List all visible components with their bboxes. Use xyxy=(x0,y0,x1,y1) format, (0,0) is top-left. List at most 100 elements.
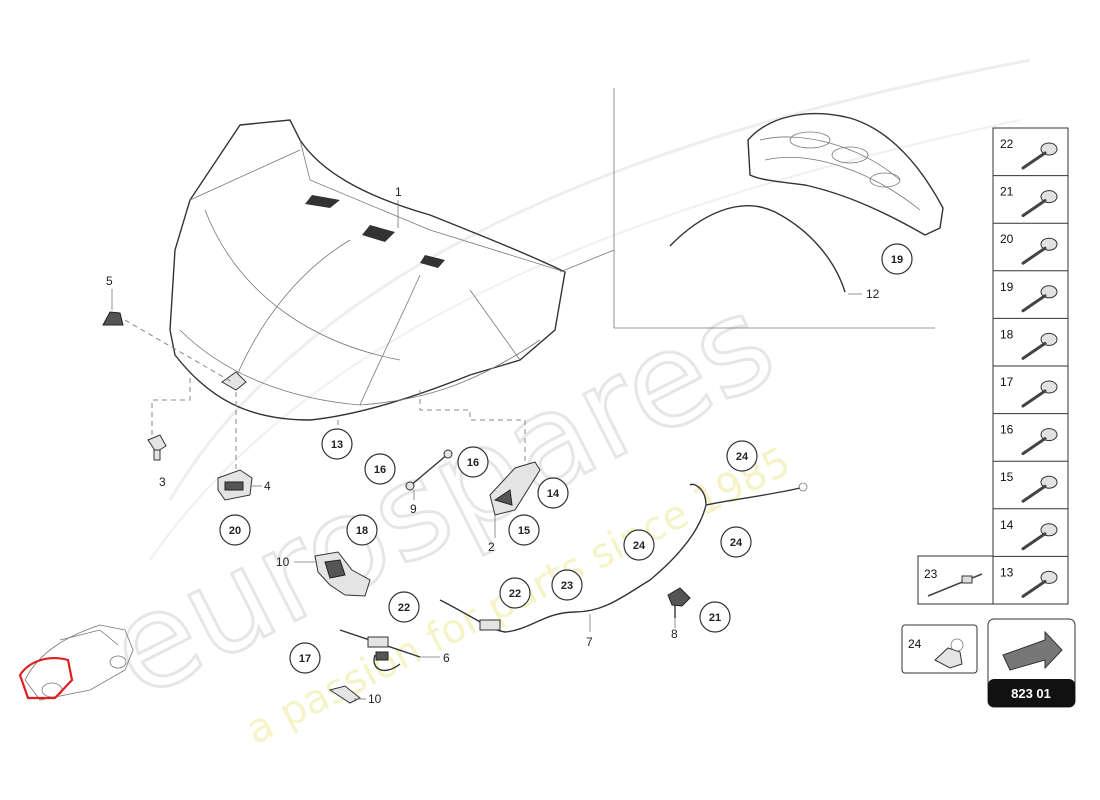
callout-12: 12 xyxy=(866,287,880,301)
fastener-shaft-icon xyxy=(1021,484,1047,503)
callout-3: 3 xyxy=(159,475,166,489)
callout-24-circle-top: 24 xyxy=(726,440,758,472)
legend-number: 19 xyxy=(1000,280,1014,294)
callout-9: 9 xyxy=(410,502,417,516)
bonnet-part xyxy=(169,119,566,421)
reference-number: 823 01 xyxy=(1011,686,1051,701)
part-6-switch xyxy=(339,629,421,672)
legend-number: 20 xyxy=(1000,232,1014,246)
legend-item-21: 21 xyxy=(993,175,1068,218)
fastener-shaft-icon xyxy=(1021,151,1047,170)
callout-22-circle-left: 22 xyxy=(388,591,420,623)
inset-frame xyxy=(559,88,935,329)
fastener-shaft-icon xyxy=(1021,246,1047,265)
legend-item-16: 16 xyxy=(993,413,1068,456)
legend-number: 18 xyxy=(1000,327,1014,341)
legend-item-24: 24 xyxy=(901,624,978,674)
callout-6: 6 xyxy=(443,651,450,665)
fastener-shaft-icon xyxy=(1021,389,1047,408)
callout-10-lower: 10 xyxy=(368,692,382,706)
callout-17-circle: 17 xyxy=(289,642,321,674)
callout-4: 4 xyxy=(264,479,271,493)
part-4-bracket xyxy=(217,469,253,501)
part-8-handle xyxy=(667,587,691,618)
svg-text:16: 16 xyxy=(374,464,386,476)
fastener-shaft-icon xyxy=(1021,579,1047,598)
legend-number: 21 xyxy=(1000,185,1014,199)
legend-number: 17 xyxy=(1000,375,1014,389)
callout-24-circle-right: 24 xyxy=(720,526,752,558)
svg-text:21: 21 xyxy=(709,612,721,624)
callout-20-circle: 20 xyxy=(219,514,251,546)
svg-text:18: 18 xyxy=(356,525,368,537)
svg-text:19: 19 xyxy=(891,254,903,266)
legend-number: 22 xyxy=(1000,137,1014,151)
assembly-lines xyxy=(124,319,526,470)
fastener-shaft-icon xyxy=(1021,341,1047,360)
callout-2: 2 xyxy=(488,540,495,554)
legend-item-17: 17 xyxy=(993,365,1068,408)
svg-text:15: 15 xyxy=(518,525,530,537)
part-7-cable xyxy=(439,482,808,633)
legend-number: 16 xyxy=(1000,423,1014,437)
callout-5: 5 xyxy=(106,274,113,288)
callout-14-circle: 14 xyxy=(537,477,569,509)
fastener-shaft-icon xyxy=(1021,437,1047,456)
reference-box: 823 01 xyxy=(987,618,1076,708)
part-10-lock xyxy=(314,551,371,597)
callout-10-upper: 10 xyxy=(276,555,290,569)
part-3-bolt xyxy=(147,434,167,461)
legend-item-14: 14 xyxy=(993,508,1068,551)
part-10b-clip xyxy=(328,685,361,704)
legend-number: 14 xyxy=(1000,518,1014,532)
legend-rows: 22 21 20 19 18 17 16 15 14 13 xyxy=(993,137,1068,598)
legend-item-20: 20 xyxy=(993,222,1068,265)
svg-text:20: 20 xyxy=(229,525,241,537)
callout-18-circle: 18 xyxy=(346,514,378,546)
svg-text:24: 24 xyxy=(736,451,749,463)
legend-item-23: 23 xyxy=(917,555,994,605)
legend-number: 13 xyxy=(1000,565,1014,579)
legend-item-18: 18 xyxy=(993,317,1068,360)
car-locator-thumbnail xyxy=(18,624,134,701)
callout-24-circle-mid: 24 xyxy=(623,529,655,561)
watermark: eurospares a passion for parts since 198… xyxy=(84,58,1031,754)
fastener-shaft-icon xyxy=(1021,532,1047,551)
svg-text:22: 22 xyxy=(398,602,410,614)
svg-text:24: 24 xyxy=(633,540,646,552)
legend-item-19: 19 xyxy=(993,270,1068,313)
callout-16-circle-right: 16 xyxy=(457,446,489,478)
part-9-strut xyxy=(405,449,453,491)
legend-item-22: 22 xyxy=(1000,137,1058,170)
inset-bonnet-underside xyxy=(669,112,944,293)
svg-text:17: 17 xyxy=(299,653,311,665)
legend-item-15: 15 xyxy=(993,460,1068,503)
svg-text:13: 13 xyxy=(331,439,343,451)
fastener-shaft-icon xyxy=(1021,199,1047,218)
fastener-shaft-icon xyxy=(1021,294,1047,313)
callout-labels: 1 5 3 4 9 2 10 6 10 7 8 12 xyxy=(106,185,880,706)
legend-number: 15 xyxy=(1000,470,1014,484)
svg-text:24: 24 xyxy=(730,537,743,549)
callout-19-circle: 19 xyxy=(881,243,913,275)
callout-16-circle-left: 16 xyxy=(364,453,396,485)
callout-7: 7 xyxy=(586,635,593,649)
callout-8: 8 xyxy=(671,627,678,641)
legend-table: 22 21 20 19 18 17 16 15 14 13 23 24 823 01 xyxy=(901,127,1076,708)
svg-text:23: 23 xyxy=(561,580,573,592)
part-5-clip xyxy=(102,311,124,326)
circled-callouts: 13 16 16 14 15 20 18 22 xyxy=(219,243,913,674)
svg-text:22: 22 xyxy=(509,588,521,600)
callout-1: 1 xyxy=(395,185,402,199)
callout-13-circle: 13 xyxy=(321,428,353,460)
legend-item-13: 13 xyxy=(993,555,1068,598)
svg-text:16: 16 xyxy=(467,457,479,469)
svg-text:14: 14 xyxy=(547,488,560,500)
callout-22-circle-right: 22 xyxy=(499,577,531,609)
callout-15-circle: 15 xyxy=(508,514,540,546)
svg-text:23: 23 xyxy=(924,567,938,581)
callout-21-circle: 21 xyxy=(699,601,731,633)
callout-23-circle: 23 xyxy=(551,569,583,601)
svg-text:24: 24 xyxy=(908,637,922,651)
